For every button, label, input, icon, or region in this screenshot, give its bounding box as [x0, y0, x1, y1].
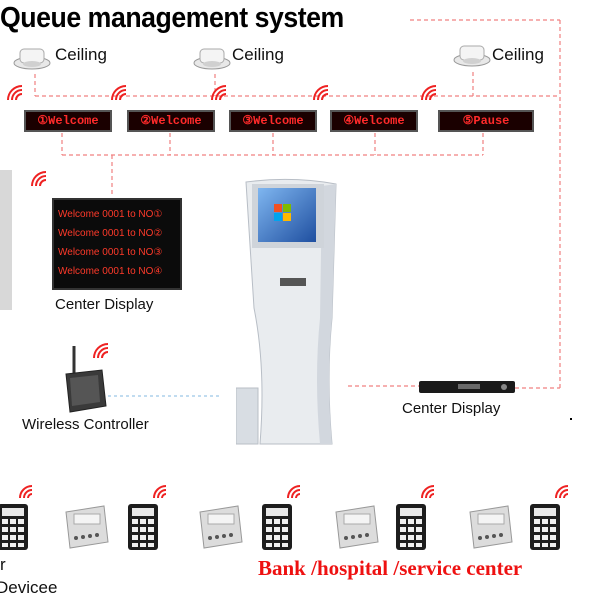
center-display-row: Welcome 0001 to NO① — [58, 209, 163, 220]
counter-display-5: ⑤Pause — [438, 110, 534, 132]
center-display-row: Welcome 0001 to NO④ — [58, 266, 163, 277]
ceiling-label-3: Ceiling — [492, 45, 544, 64]
left-cut-text-devices: Devicee — [0, 578, 58, 597]
ticket-kiosk-icon — [236, 178, 337, 445]
counter-display-1: ①Welcome — [24, 110, 112, 132]
left-cut-text: r — [0, 555, 6, 574]
wireless-signal-icon — [208, 82, 230, 104]
ceiling-label-2: Ceiling — [232, 45, 284, 64]
center-display-small-label: Center Display — [402, 400, 501, 417]
center-display-device-icon — [419, 381, 515, 393]
counter-display-3: ③Welcome — [229, 110, 317, 132]
wireless-signal-icon — [4, 82, 26, 104]
center-display-label: Center Display — [55, 296, 154, 313]
center-display-row: Welcome 0001 to NO③ — [58, 247, 163, 258]
ceiling-label-1: Ceiling — [55, 45, 107, 64]
center-display-screen: Welcome 0001 to NO① Welcome 0001 to NO② … — [52, 198, 182, 290]
wireless-signal-icon — [108, 82, 130, 104]
wireless-signal-icon — [90, 340, 112, 362]
wireless-controller-label: Wireless Controller — [22, 416, 149, 433]
ceiling-speaker-icon — [192, 45, 232, 71]
bottom-caption: Bank /hospital /service center — [258, 556, 523, 580]
counter-display-4: ④Welcome — [330, 110, 418, 132]
counter-display-2: ②Welcome — [127, 110, 215, 132]
bottom-devices — [0, 485, 569, 550]
page-title: Queue management system — [0, 2, 344, 34]
wireless-controller-icon — [65, 346, 107, 413]
dot-mark — [570, 418, 572, 420]
wireless-signal-icon — [310, 82, 332, 104]
ceiling-speaker-icon — [452, 42, 492, 68]
wireless-signal-icon — [28, 168, 50, 190]
wireless-signal-icon — [418, 82, 440, 104]
center-display-row: Welcome 0001 to NO② — [58, 228, 163, 239]
ceiling-speaker-icon — [12, 45, 52, 71]
